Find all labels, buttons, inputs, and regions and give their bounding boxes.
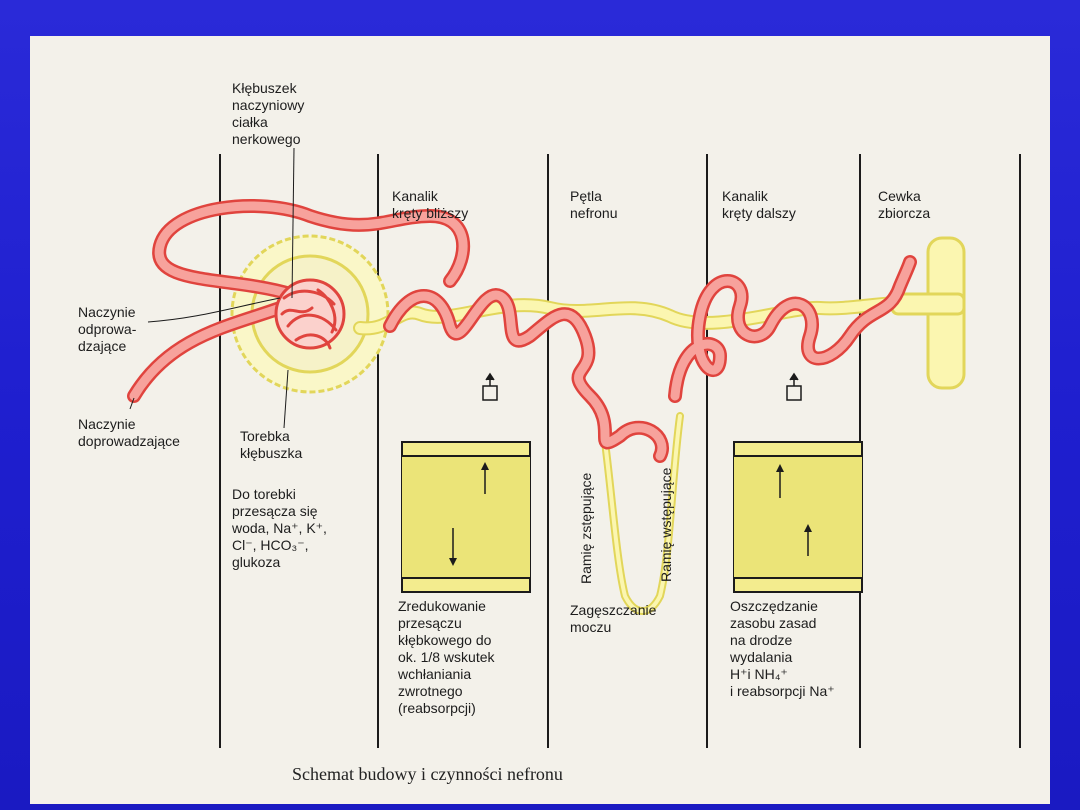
tubule-section-proximal xyxy=(401,441,531,593)
label-descending-limb: Ramię zstępujące xyxy=(578,472,594,584)
tubule-section-distal xyxy=(733,441,863,593)
label-reduction: Zredukowanie przesączu kłębkowego do ok.… xyxy=(398,598,495,716)
vessels-red xyxy=(127,199,917,463)
label-loop-of-henle: Pętla nefronu xyxy=(570,188,618,221)
leader-lines xyxy=(129,147,295,429)
tubule-yellow xyxy=(353,295,927,615)
collecting-duct xyxy=(890,236,966,390)
figure-caption: Schemat budowy i czynności nefronu xyxy=(292,764,563,784)
label-concentration: Zagęszczanie moczu xyxy=(570,602,657,635)
label-capsule: Torebka kłębuszka xyxy=(240,428,303,461)
label-distal-tubule: Kanalik kręty dalszy xyxy=(722,188,796,221)
label-collecting-duct: Cewka zbiorcza xyxy=(878,188,931,221)
label-base-saving: Oszczędzanie zasobu zasad na drodze wyda… xyxy=(730,598,835,699)
label-afferent-vessel: Naczynie doprowadzające xyxy=(78,416,180,449)
label-efferent-vessel: Naczynie odprowa- dzające xyxy=(78,304,137,354)
label-proximal-tubule: Kanalik kręty bliższy xyxy=(392,188,469,221)
label-ascending-limb: Ramię wstępujące xyxy=(658,467,674,582)
label-glomerulus: Kłębuszek naczyniowy ciałka nerkowego xyxy=(232,80,305,147)
label-filtrate: Do torebki przesącza się woda, Na⁺, K⁺, … xyxy=(232,486,327,570)
transport-markers xyxy=(482,372,802,401)
diagram-sheet: Kłębuszek naczyniowy ciałka nerkowego Na… xyxy=(30,36,1050,804)
nephron-drawing xyxy=(127,147,1021,748)
